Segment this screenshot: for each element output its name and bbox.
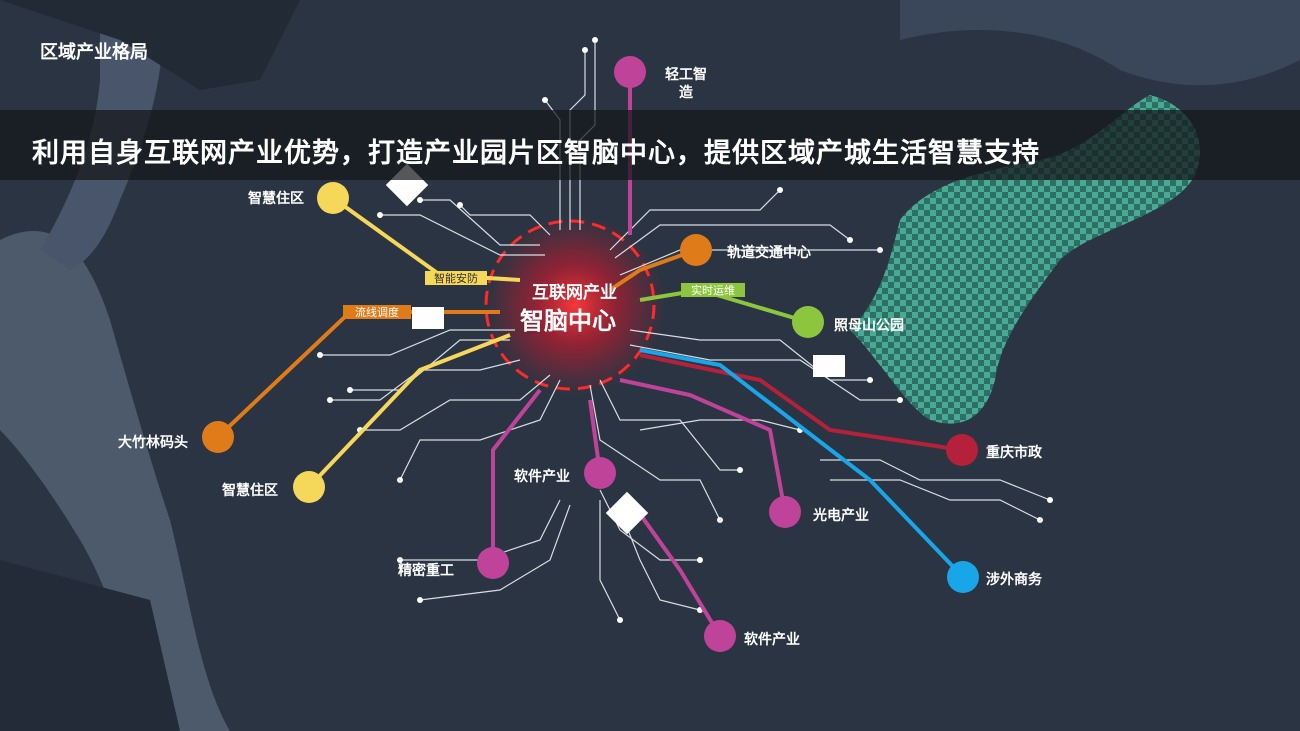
label-smart-residence-top: 智慧住区	[248, 191, 304, 207]
terrain-southwest	[0, 560, 180, 731]
hub-label-line2: 智脑中心	[520, 307, 616, 335]
label-optoelectronics: 光电产业	[813, 508, 869, 524]
hub-glow	[485, 215, 665, 395]
node-dazhulin-pier	[202, 421, 234, 453]
marker-square	[813, 355, 845, 377]
node-software-mid	[584, 457, 616, 489]
label-foreign-business: 涉外商务	[986, 572, 1042, 588]
node-optoelectronics	[769, 496, 801, 528]
banner-text: 利用自身互联网产业优势，打造产业园片区智脑中心，提供区域产城生活智慧支持	[32, 138, 1040, 169]
node-rail-transit	[680, 234, 712, 266]
node-software-bottom	[704, 620, 736, 652]
label-precision-heavy: 精密重工	[398, 563, 454, 579]
node-light-industry	[614, 56, 646, 88]
node-smart-residence-top	[317, 182, 349, 214]
marker-square	[412, 307, 444, 329]
hills-northwest	[0, 0, 300, 90]
tag-smart-security: 智能安防	[434, 272, 478, 285]
hub-label-line1: 互联网产业	[532, 283, 617, 303]
label-zhaomu-park: 照母山公园	[834, 318, 904, 334]
label-software-mid: 软件产业	[514, 469, 570, 485]
hub-ring	[484, 219, 656, 391]
tag-bg-green	[681, 283, 745, 297]
banner-bar	[0, 110, 1300, 180]
node-foreign-business	[947, 561, 979, 593]
hills-northeast	[900, 0, 1300, 86]
node-zhaomu-park	[792, 306, 824, 338]
circuit-endpoints	[317, 37, 1053, 623]
section-title: 区域产业格局	[40, 42, 148, 63]
label-light-industry: 轻工智造	[665, 67, 707, 101]
node-chongqing-municipal	[946, 434, 978, 466]
tag-bg-orange	[343, 305, 411, 319]
tag-realtime-ops: 实时运维	[691, 284, 735, 297]
node-precision-heavy	[477, 547, 509, 579]
label-rail-transit: 轨道交通中心	[727, 245, 811, 261]
label-dazhulin-pier: 大竹林码头	[118, 435, 188, 451]
label-smart-residence-bottom: 智慧住区	[222, 483, 278, 499]
label-software-bottom: 软件产业	[744, 632, 800, 648]
tag-flow-dispatch: 流线调度	[355, 306, 399, 319]
tag-bg-yellow	[425, 271, 487, 285]
river-jialing	[0, 231, 230, 731]
label-chongqing-municipal: 重庆市政	[986, 445, 1042, 461]
node-smart-residence-bottom	[293, 471, 325, 503]
